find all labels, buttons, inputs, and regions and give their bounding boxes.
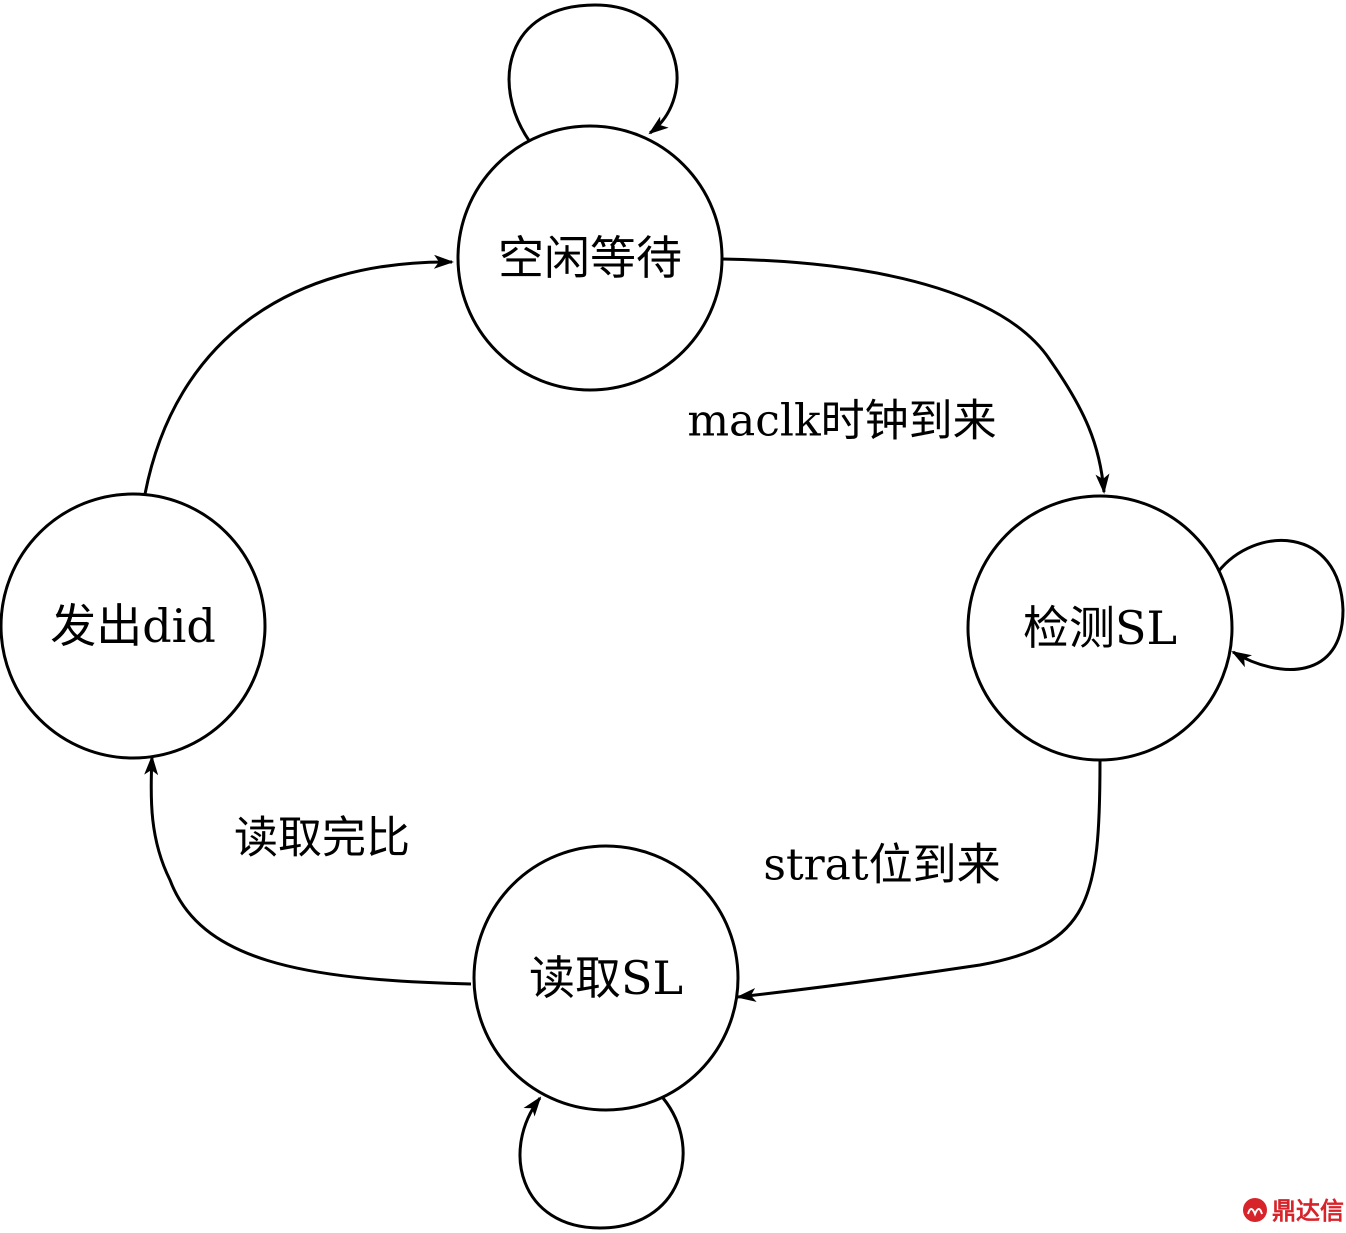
label-idle-to-detect: maclk时钟到来 xyxy=(687,396,996,447)
watermark-logo-icon xyxy=(1243,1198,1267,1222)
watermark: 鼎达信 xyxy=(1243,1197,1344,1225)
label-detect-to-read: strat位到来 xyxy=(763,840,1000,891)
state-read-label: 读取SL xyxy=(529,951,683,1005)
watermark-logo-glyph xyxy=(1247,1208,1263,1217)
state-idle: 空闲等待 xyxy=(456,124,724,392)
state-detect-label: 检测SL xyxy=(1023,601,1177,655)
state-emit: 发出did xyxy=(0,492,267,760)
state-emit-label: 发出did xyxy=(50,599,216,653)
self-loop-idle xyxy=(507,3,679,143)
label-read-to-emit: 读取完比 xyxy=(234,813,410,864)
watermark-text: 鼎达信 xyxy=(1272,1197,1344,1225)
self-loop-read xyxy=(518,1096,685,1230)
edge-idle-to-detect xyxy=(721,257,1110,494)
edge-read-to-emit xyxy=(144,755,472,986)
state-read: 读取SL xyxy=(472,844,740,1112)
edge-detect-to-read xyxy=(736,759,1102,1002)
state-idle-label: 空闲等待 xyxy=(498,231,682,285)
state-detect: 检测SL xyxy=(966,494,1234,762)
edge-emit-to-idle xyxy=(143,254,454,495)
self-loop-detect xyxy=(1216,538,1345,671)
